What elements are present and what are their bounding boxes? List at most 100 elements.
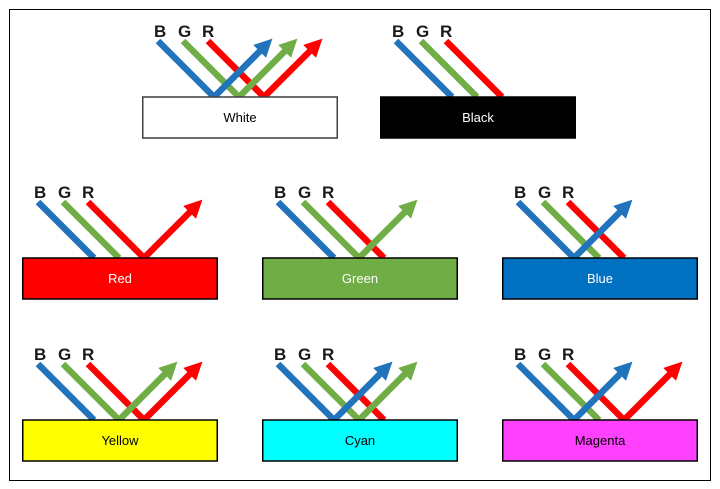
- reflected-ray-R: [141, 361, 203, 423]
- ray-letter-R: R: [440, 22, 452, 41]
- surface-label-magenta: Magenta: [575, 433, 626, 448]
- incident-ray-R: [443, 38, 505, 100]
- incident-ray-G: [540, 199, 602, 261]
- ray-letter-G: G: [178, 22, 191, 41]
- incident-ray-B: [275, 199, 337, 261]
- ray-letter-G: G: [298, 345, 311, 364]
- incident-ray-R: [85, 199, 147, 261]
- incident-ray-B: [35, 361, 97, 423]
- surface-rect-black: [380, 96, 576, 139]
- reflected-ray-B: [331, 361, 393, 423]
- incident-ray-R: [85, 361, 147, 423]
- ray-letter-B: B: [274, 183, 286, 202]
- surface-label-yellow: Yellow: [101, 433, 139, 448]
- ray-letter-G: G: [58, 345, 71, 364]
- surface-rect-red: [22, 257, 218, 300]
- incident-ray-G: [180, 38, 242, 100]
- surface-label-white: White: [223, 110, 256, 125]
- reflected-ray-B: [571, 199, 633, 261]
- surface-rect-blue: [502, 257, 698, 300]
- ray-letter-G: G: [58, 183, 71, 202]
- ray-letter-B: B: [274, 345, 286, 364]
- incident-ray-G: [418, 38, 480, 100]
- reflected-ray-R: [261, 38, 323, 100]
- incident-ray-B: [35, 199, 97, 261]
- surface-label-red: Red: [108, 271, 132, 286]
- incident-ray-R: [325, 199, 387, 261]
- ray-letter-R: R: [82, 345, 94, 364]
- ray-letter-B: B: [154, 22, 166, 41]
- incident-ray-B: [155, 38, 217, 100]
- ray-letter-R: R: [82, 183, 94, 202]
- incident-ray-B: [275, 361, 337, 423]
- reflected-ray-B: [211, 38, 273, 100]
- surface-rect-magenta: [502, 419, 698, 462]
- ray-letter-B: B: [34, 183, 46, 202]
- surface-rect-white: [142, 96, 338, 139]
- reflected-ray-B: [571, 361, 633, 423]
- ray-letter-G: G: [416, 22, 429, 41]
- ray-letter-R: R: [562, 183, 574, 202]
- ray-letter-B: B: [514, 183, 526, 202]
- reflected-ray-R: [621, 361, 683, 423]
- ray-letter-B: B: [34, 345, 46, 364]
- ray-letter-B: B: [392, 22, 404, 41]
- surface-rect-green: [262, 257, 458, 300]
- ray-letter-B: B: [514, 345, 526, 364]
- reflected-ray-G: [356, 199, 418, 261]
- ray-letter-R: R: [202, 22, 214, 41]
- surface-rect-cyan: [262, 419, 458, 462]
- incident-ray-G: [300, 199, 362, 261]
- reflected-ray-G: [116, 361, 178, 423]
- ray-letter-R: R: [562, 345, 574, 364]
- ray-letter-G: G: [298, 183, 311, 202]
- reflected-ray-G: [356, 361, 418, 423]
- incident-ray-G: [540, 361, 602, 423]
- incident-ray-R: [205, 38, 267, 100]
- reflected-ray-G: [236, 38, 298, 100]
- ray-letter-G: G: [538, 345, 551, 364]
- incident-ray-B: [393, 38, 455, 100]
- ray-letter-R: R: [322, 183, 334, 202]
- incident-ray-R: [565, 361, 627, 423]
- incident-ray-B: [515, 199, 577, 261]
- surface-rect-yellow: [22, 419, 218, 462]
- ray-letter-R: R: [322, 345, 334, 364]
- ray-letter-G: G: [538, 183, 551, 202]
- incident-ray-R: [325, 361, 387, 423]
- reflected-ray-R: [141, 199, 203, 261]
- surface-label-blue: Blue: [587, 271, 613, 286]
- incident-ray-G: [60, 199, 122, 261]
- surface-label-black: Black: [462, 110, 494, 125]
- incident-ray-G: [60, 361, 122, 423]
- incident-ray-B: [515, 361, 577, 423]
- surface-label-cyan: Cyan: [345, 433, 375, 448]
- diagram-border: [9, 9, 711, 481]
- surface-label-green: Green: [342, 271, 378, 286]
- incident-ray-G: [300, 361, 362, 423]
